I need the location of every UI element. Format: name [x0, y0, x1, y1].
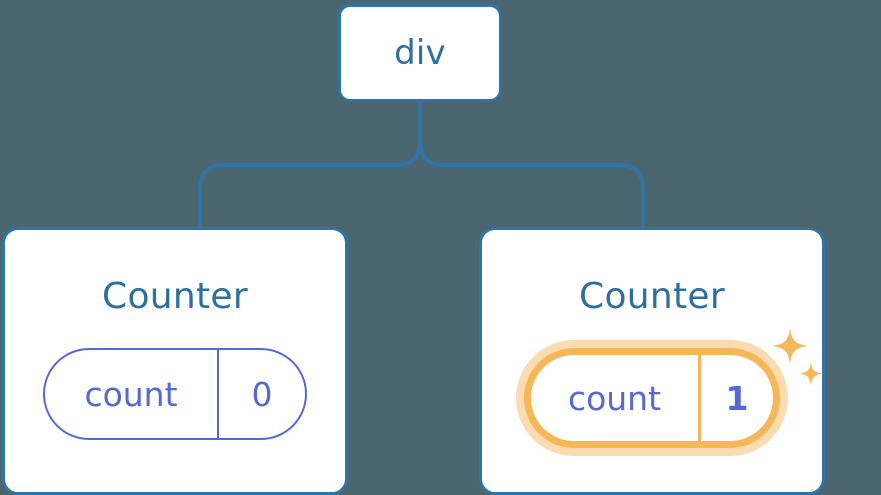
state-pill-right-key: count: [567, 378, 662, 418]
sparkle-large-icon: [772, 328, 808, 364]
state-pill-right[interactable]: count 1: [524, 348, 780, 448]
state-pill-left-key: count: [84, 374, 178, 414]
state-pill-wrap-left: count 0: [43, 348, 307, 440]
node-counter-left[interactable]: Counter count 0: [2, 227, 348, 495]
node-counter-left-title: Counter: [102, 276, 248, 317]
state-pill-left-value: 0: [217, 350, 305, 438]
state-pill-right-value: 1: [698, 355, 773, 441]
node-root-label: div: [394, 33, 446, 73]
state-pill-left[interactable]: count 0: [43, 348, 307, 440]
state-pill-wrap-right: count 1: [524, 328, 823, 448]
node-root-div[interactable]: div: [338, 4, 502, 102]
node-counter-right[interactable]: Counter count 1: [479, 227, 825, 495]
node-counter-right-title: Counter: [579, 276, 725, 317]
sparkle-small-icon: [799, 362, 823, 386]
